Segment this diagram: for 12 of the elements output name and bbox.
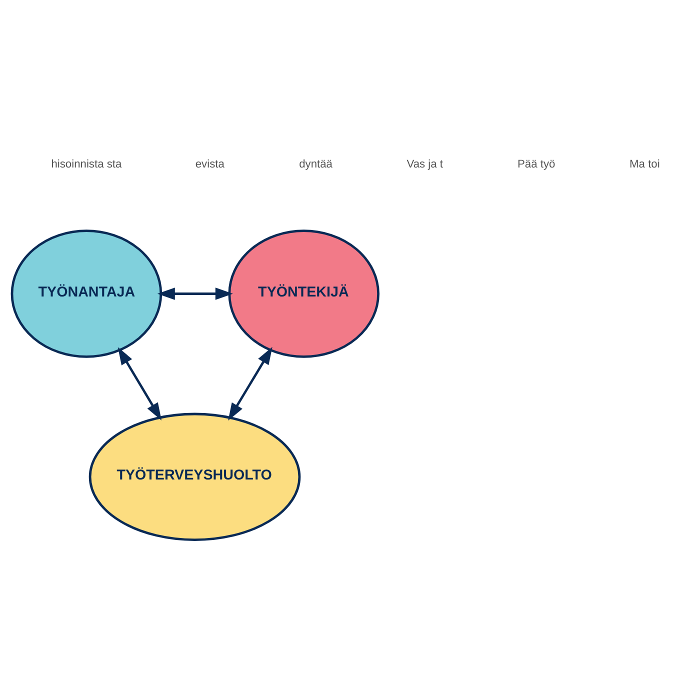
node-ellipse: TYÖNTEKIJÄ <box>228 230 380 358</box>
node-ellipse: TYÖTERVEYSHUOLTO <box>88 412 301 542</box>
label: Ma toi <box>630 158 660 170</box>
label: Pää työ <box>518 158 556 170</box>
label: dyntää <box>299 158 333 170</box>
arrow <box>228 346 272 421</box>
node-ellipse: TYÖNANTAJA <box>10 230 162 358</box>
arrow <box>157 288 233 300</box>
label: evista <box>195 158 224 170</box>
label: Vas ja t <box>406 158 444 170</box>
arrow <box>118 347 162 420</box>
label: hisoinnista sta <box>51 158 122 170</box>
